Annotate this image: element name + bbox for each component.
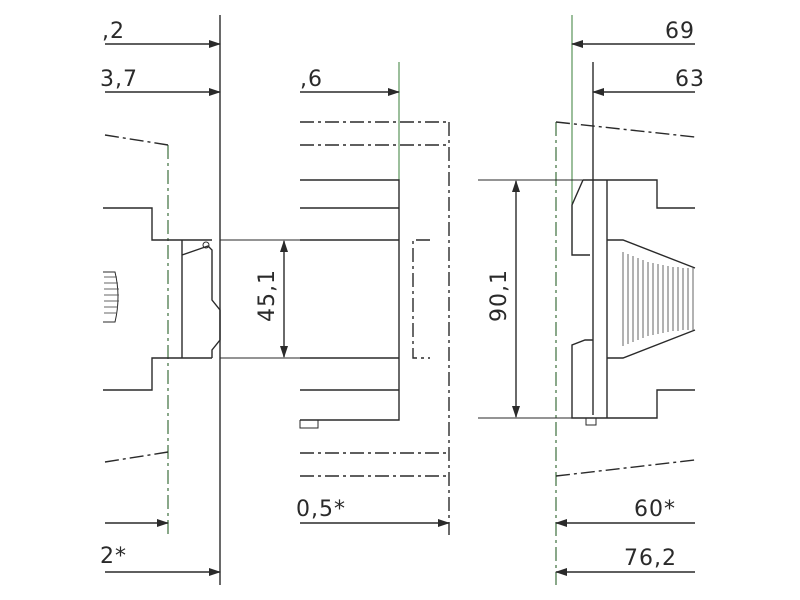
left-phantom-top [104,134,169,146]
left-grip-ribs [104,276,119,314]
right-phantom-bottom [555,459,696,477]
right-foot [585,418,597,426]
dim-text-middle-bottom: 0,5* [296,497,346,522]
dim-text-left-top-1: ,2 [102,19,125,44]
left-housing-outline [103,207,212,391]
dim-text-left-bottom: 2* [100,544,127,569]
middle-view [220,62,450,535]
crop-mask-right [697,0,800,600]
dim-text-middle-top: ,6 [300,67,323,92]
dim-text-right-top-1: 69 [665,19,695,44]
right-phantom-top [555,121,696,138]
dim-text-height-large: 90,1 [487,269,512,322]
left-clip [181,240,221,358]
middle-body-outline [300,179,400,421]
middle-phantom-inner [412,239,430,359]
dim-text-right-bottom-2: 76,2 [624,546,677,571]
dim-text-height-small: 45,1 [255,269,280,322]
right-sloped-face [606,180,696,418]
crop-mask-left [0,0,103,600]
dim-text-right-top-2: 63 [675,67,705,92]
dim-text-left-top-2: 3,7 [100,67,138,92]
left-clip-pin [202,241,210,249]
right-housing-outline [583,179,695,419]
right-cooling-ribs [622,252,694,346]
middle-foot [299,420,319,429]
dim-text-right-bottom-1: 60* [634,497,676,522]
left-view [103,15,221,585]
right-clip-outline [571,179,593,419]
left-phantom-bottom [104,451,169,463]
left-grip [103,271,119,323]
right-view [478,15,696,585]
